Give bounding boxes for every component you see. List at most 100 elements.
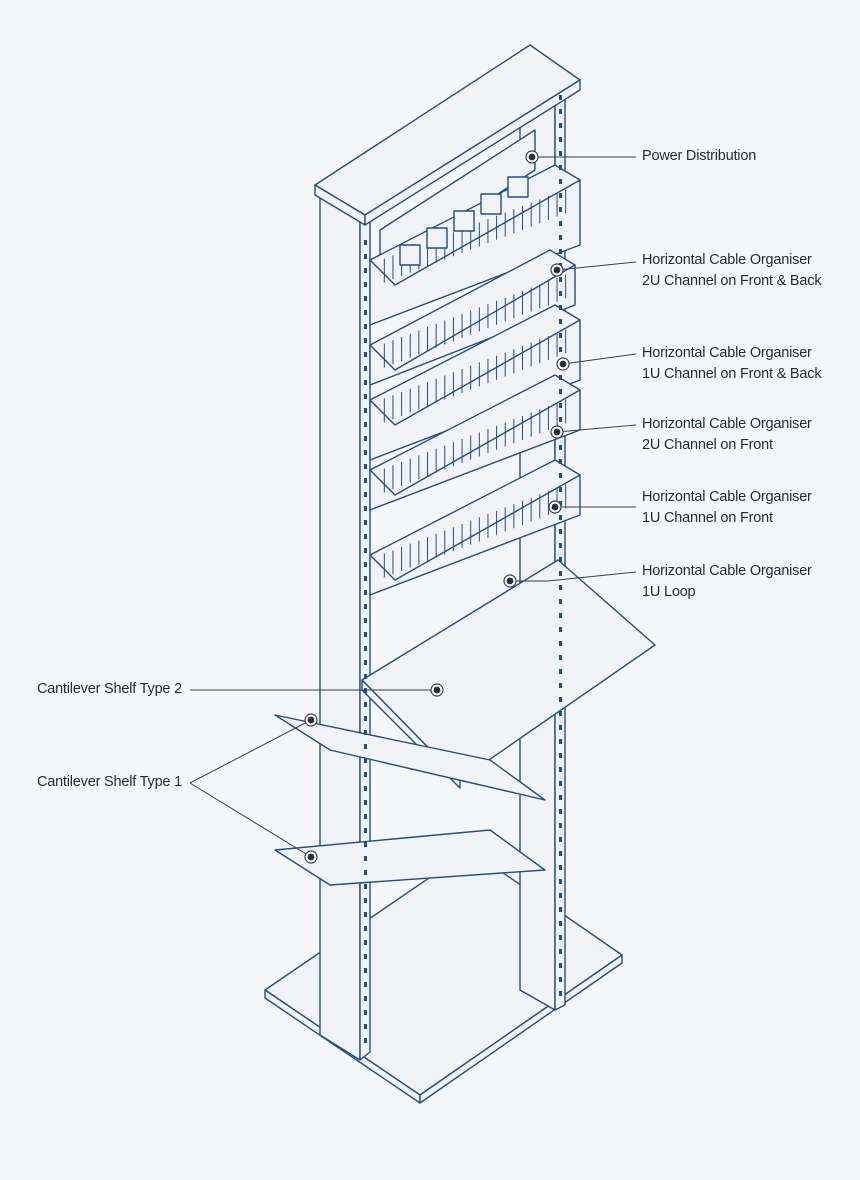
- rear-upright-hole: [559, 417, 562, 422]
- front-upright-hole: [364, 758, 367, 763]
- front-upright-hole: [364, 772, 367, 777]
- dot-center-hco-2u-front-back: [553, 266, 561, 274]
- leader-cantilever-shelf-type-1-upper: [189, 719, 312, 784]
- base-plate: [264, 849, 623, 1096]
- front-upright-hole: [364, 450, 367, 455]
- front-upright-hole: [364, 324, 367, 329]
- rear-upright-hole: [559, 641, 562, 646]
- rear-upright-hole: [559, 137, 562, 142]
- front-upright-hole: [364, 674, 367, 679]
- front-upright-hole: [364, 646, 367, 651]
- front-upright-hole: [364, 814, 367, 819]
- leader-hco-1u-front-back: [562, 353, 637, 365]
- rear-upright-hole: [559, 179, 562, 184]
- front-upright-hole: [364, 296, 367, 301]
- rear-upright-hole: [559, 235, 562, 240]
- front-upright-hole: [364, 968, 367, 973]
- front-upright-hole: [364, 954, 367, 959]
- front-upright-hole: [364, 604, 367, 609]
- front-upright-hole: [364, 492, 367, 497]
- front-upright-hole: [364, 786, 367, 791]
- leader-hco-1u-loop: [547, 571, 637, 582]
- rack-frame: [264, 44, 656, 1104]
- top-cap-edge-right: [364, 79, 581, 226]
- rear-upright-hole: [559, 949, 562, 954]
- rear-upright-hole: [559, 403, 562, 408]
- dot-center-hco-1u-front-back: [559, 360, 567, 368]
- front-upright-hole: [364, 534, 367, 539]
- label-cantilever-shelf-type-2: Cantilever Shelf Type 2: [36, 681, 182, 697]
- front-upright-hole: [364, 240, 367, 245]
- rear-upright-hole: [559, 347, 562, 352]
- rear-upright-hole: [559, 109, 562, 114]
- organiser-1u-loop-top: [369, 459, 581, 581]
- front-upright-hole: [364, 618, 367, 623]
- front-upright-hole: [364, 520, 367, 525]
- rear-upright-hole: [559, 669, 562, 674]
- rear-upright-hole: [559, 207, 562, 212]
- dot-center-hco-1u-loop: [506, 577, 514, 585]
- rear-upright-hole: [559, 753, 562, 758]
- front-upright-hole: [364, 800, 367, 805]
- rear-upright-hole: [559, 165, 562, 170]
- label-hco-1u-loop: Horizontal Cable Organiser 1U Loop: [642, 563, 812, 600]
- label-hco-2u-front: Horizontal Cable Organiser 2U Channel on…: [642, 416, 812, 453]
- power-outlet: [426, 227, 448, 249]
- rear-upright-hole: [559, 921, 562, 926]
- rear-upright-hole: [559, 879, 562, 884]
- front-upright-hole: [364, 254, 367, 259]
- cantilever-shelf-type-1-lower: [274, 829, 546, 886]
- rear-upright-hole: [559, 515, 562, 520]
- front-upright-hole: [364, 562, 367, 567]
- front-upright-hole: [364, 478, 367, 483]
- front-upright-hole: [364, 730, 367, 735]
- front-upright-hole: [364, 996, 367, 1001]
- dot-center-cantilever-shelf-type-2: [433, 686, 441, 694]
- front-upright-hole: [364, 884, 367, 889]
- front-upright-hole: [364, 632, 367, 637]
- rear-upright-hole: [559, 473, 562, 478]
- front-upright-hole: [364, 940, 367, 945]
- dot-center-hco-1u-front: [551, 503, 559, 511]
- rear-upright-hole: [559, 963, 562, 968]
- rear-upright-hole: [559, 445, 562, 450]
- rear-upright-hole: [559, 599, 562, 604]
- rear-upright-hole: [559, 585, 562, 590]
- front-upright-hole: [364, 912, 367, 917]
- front-upright-hole: [364, 408, 367, 413]
- organiser-1u-front-top: [369, 374, 581, 496]
- rear-upright-hole: [559, 781, 562, 786]
- front-upright-hole: [364, 282, 367, 287]
- rear-upright-hole: [559, 851, 562, 856]
- front-upright-hole: [364, 926, 367, 931]
- rear-upright-hole: [559, 809, 562, 814]
- rear-upright-hole: [559, 543, 562, 548]
- label-hco-2u-front-back: Horizontal Cable Organiser 2U Channel on…: [642, 252, 822, 289]
- rear-upright-hole: [559, 739, 562, 744]
- front-upright-hole: [364, 870, 367, 875]
- front-upright-hole: [364, 576, 367, 581]
- front-upright-hole: [364, 506, 367, 511]
- power-outlet: [507, 176, 529, 198]
- rear-upright-hole: [559, 151, 562, 156]
- front-upright-hole: [364, 744, 367, 749]
- label-hco-1u-front-back: Horizontal Cable Organiser 1U Channel on…: [642, 345, 822, 382]
- callout-dots: [304, 150, 570, 864]
- power-outlet: [453, 210, 475, 232]
- rear-upright-hole: [559, 711, 562, 716]
- rear-upright-hole: [559, 865, 562, 870]
- rear-upright-hole: [559, 193, 562, 198]
- rear-upright-hole: [559, 683, 562, 688]
- rear-upright-hole: [559, 487, 562, 492]
- rear-upright-hole: [559, 557, 562, 562]
- front-upright-hole: [364, 828, 367, 833]
- label-power-distribution: Power Distribution: [642, 148, 757, 164]
- front-upright-hole: [364, 702, 367, 707]
- rear-upright-hole: [559, 571, 562, 576]
- front-upright-hole: [364, 856, 367, 861]
- rear-upright-hole: [559, 123, 562, 128]
- rear-upright-hole: [559, 305, 562, 310]
- power-outlet: [480, 193, 502, 215]
